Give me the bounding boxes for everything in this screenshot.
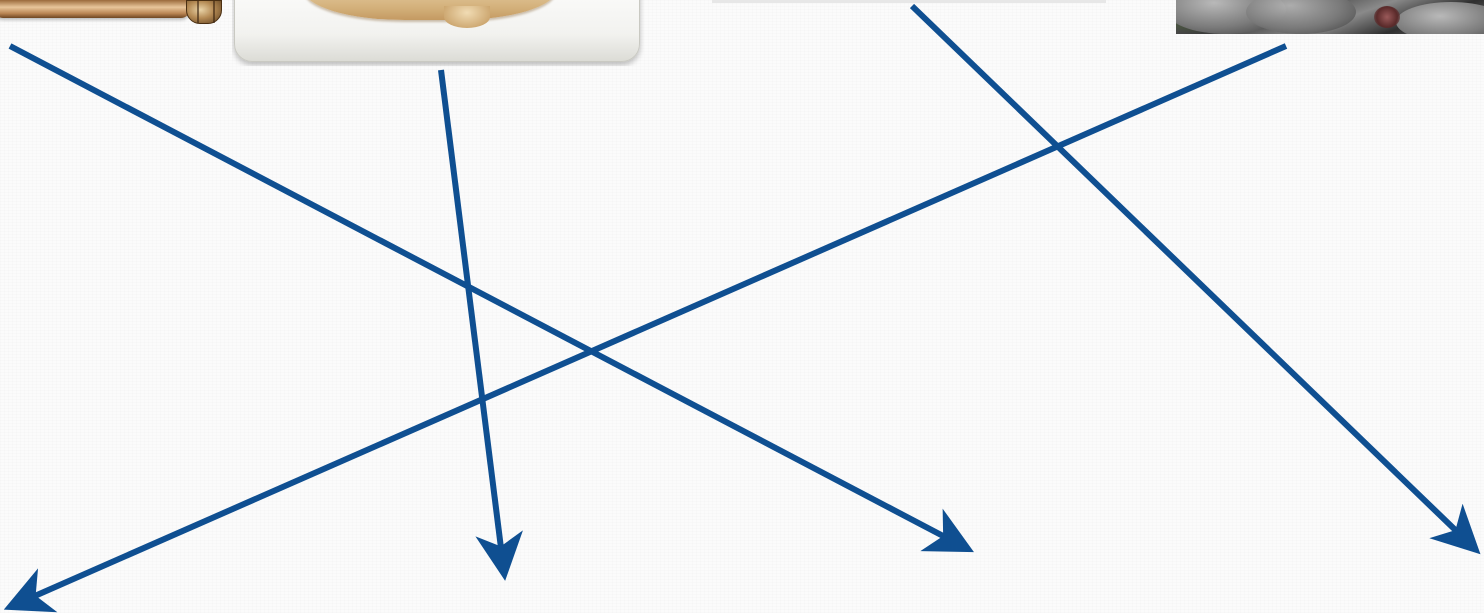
arrow-scroll-to-bottom-right [10, 46, 966, 548]
arrow-photo-to-bottom-left [12, 46, 1286, 606]
arrow-parchment-to-bottom [441, 70, 504, 572]
